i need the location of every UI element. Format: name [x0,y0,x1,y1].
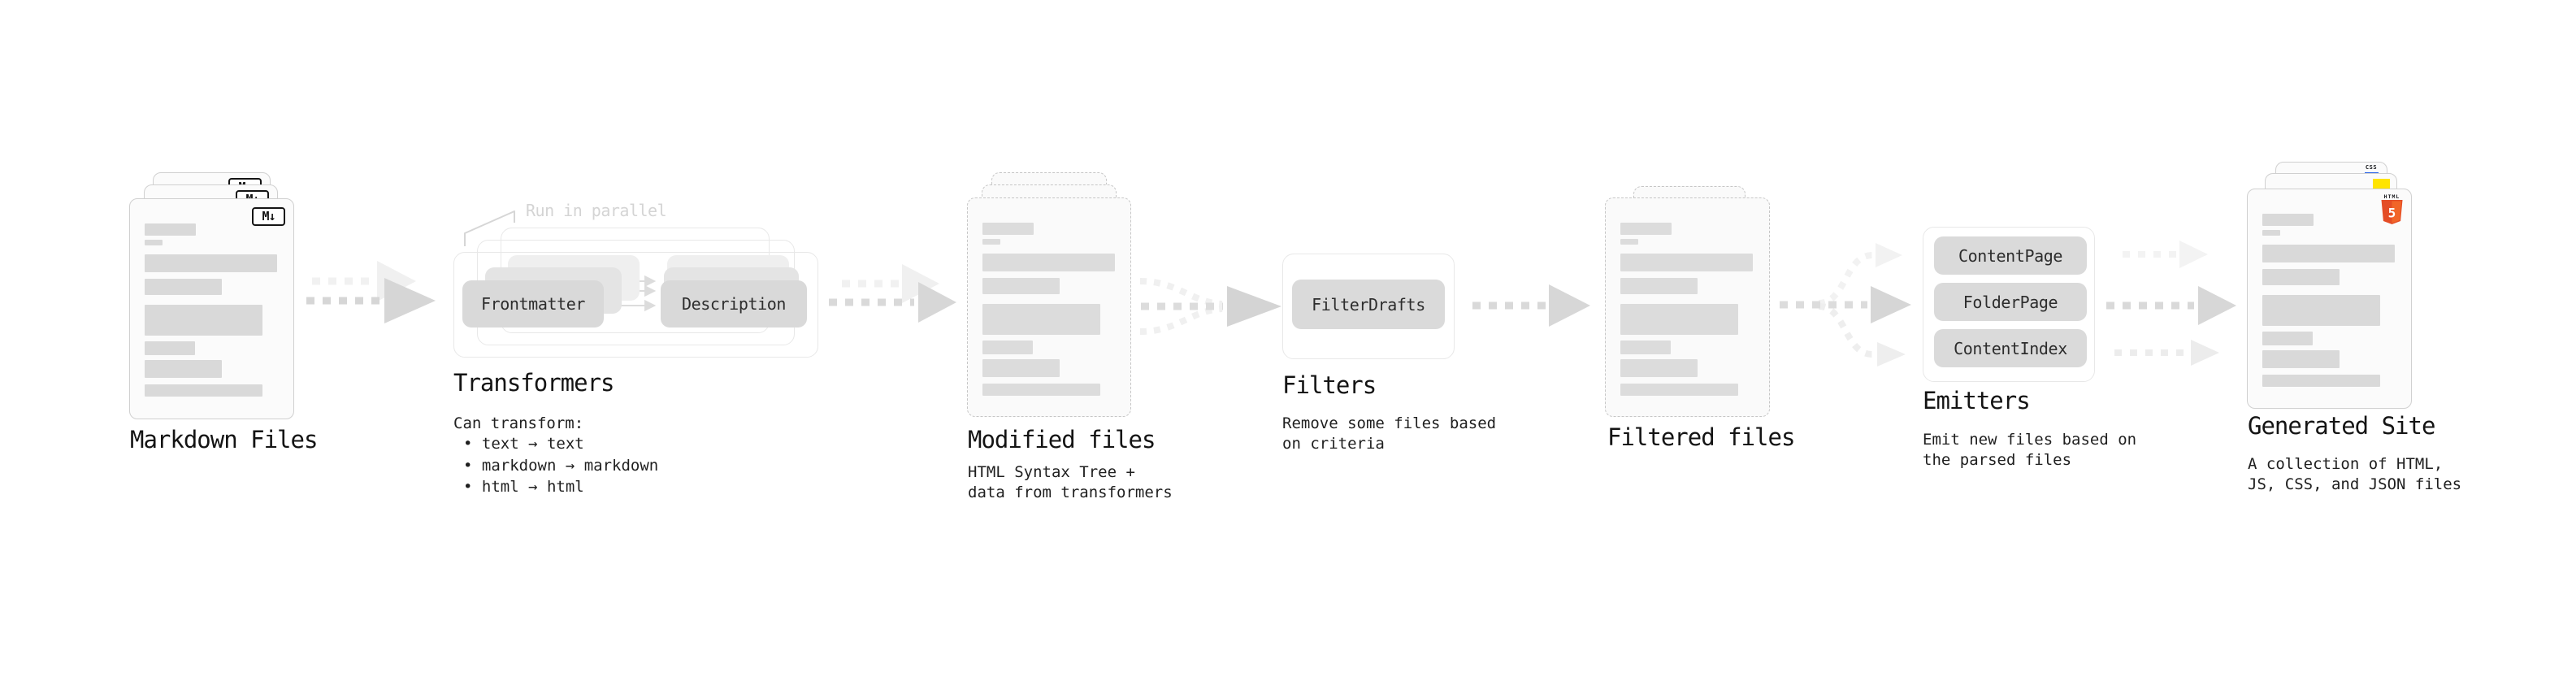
run-in-parallel-annotation: Run in parallel [526,201,667,220]
contentindex-box: ContentIndex [1934,329,2087,367]
text-line-bar [982,384,1100,396]
filters-shell [1282,254,1455,359]
text-line-bar [982,239,1000,245]
text-line-bar [145,360,222,378]
text-line-bar [1620,340,1671,354]
text-line-bar [2262,295,2380,326]
filtered-doc-page-front [1605,197,1770,417]
site-doc-page-front: HTML 5 [2247,189,2412,409]
text-line-bar [982,278,1060,294]
text-line-bar [145,223,196,236]
transformers-title: Transformers [453,369,615,397]
filters-title: Filters [1282,371,1377,399]
arrow-transformers-to-modified [829,264,956,323]
svg-text:5: 5 [2388,206,2396,221]
text-line-bar [145,279,222,295]
description-box: Description [661,280,807,327]
generated-site-title: Generated Site [2248,412,2435,440]
arrow-emitters-to-site [2106,241,2236,366]
transformers-capability-list: • text → text • markdown → markdown • ht… [463,433,658,498]
text-line-bar [1620,278,1698,294]
text-line-bar [2262,245,2395,262]
arrow-markdown-to-transformers [306,261,436,323]
text-line-bar [1620,239,1638,245]
text-line-bar [2262,332,2313,345]
text-line-bar [145,254,277,272]
capability-item: • text → text [463,435,584,453]
text-line-bar [982,254,1115,271]
text-line-bar [982,340,1033,354]
emitters-title: Emitters [1923,387,2031,414]
subtitle-line: Emit new files based on [1923,431,2137,449]
filtered-files-title: Filtered files [1607,423,1795,451]
html5-wordmark: HTML [2383,193,2400,200]
contentpage-box: ContentPage [1934,236,2087,275]
capability-item: • html → html [463,478,584,496]
text-line-bar [1620,254,1753,271]
transformer-shell-front [453,252,818,358]
document-text-lines [968,198,1130,396]
html5-icon: HTML 5 [2381,193,2403,228]
text-line-bar [1620,223,1672,235]
text-line-bar [145,341,195,355]
text-line-bar [2262,269,2340,285]
transformers-description: Can transform: [453,414,584,432]
markdown-icon: M↓ [252,207,285,226]
text-line-bar [2262,230,2280,236]
document-text-lines [130,199,293,397]
text-line-bar [982,304,1100,335]
text-line-bar [145,305,262,336]
text-line-bar [1620,304,1738,335]
css-wordmark: CSS [2365,164,2378,171]
text-line-bar [2262,214,2314,226]
emitters-subtitle: Emit new files based on the parsed files [1923,430,2136,471]
subtitle-line: Remove some files based [1282,414,1497,432]
subtitle-line: HTML Syntax Tree + [968,463,1135,481]
text-line-bar [145,240,163,245]
text-line-bar [1620,359,1698,377]
subtitle-line: JS, CSS, and JSON files [2248,475,2462,493]
subtitle-line: data from transformers [968,484,1173,501]
text-line-bar [145,384,262,397]
modified-doc-page-front [967,197,1131,417]
modified-files-title: Modified files [968,426,1156,453]
markdown-files-title: Markdown Files [130,426,318,453]
arrow-modified-to-filters [1139,278,1281,335]
arrow-filters-to-filtered [1472,284,1590,327]
text-line-bar [1620,384,1738,396]
text-line-bar [982,359,1060,377]
emitters-shell [1923,227,2095,382]
folderpage-box: FolderPage [1934,283,2087,321]
generated-site-subtitle: A collection of HTML, JS, CSS, and JSON … [2248,454,2461,495]
text-line-bar [2262,375,2380,387]
filters-subtitle: Remove some files based on criteria [1282,414,1496,454]
subtitle-line: A collection of HTML, [2248,455,2444,473]
subtitle-line: the parsed files [1923,451,2072,469]
arrow-filtered-to-emitters [1780,243,1911,367]
subtitle-line: on criteria [1282,435,1385,453]
document-text-lines [1606,198,1769,396]
modified-files-subtitle: HTML Syntax Tree + data from transformer… [968,462,1173,503]
text-line-bar [982,223,1034,235]
document-text-lines [2248,189,2411,387]
capability-item: • markdown → markdown [463,456,659,475]
frontmatter-box: Frontmatter [462,280,604,327]
markdown-doc-page-front: M↓ [129,198,294,419]
filterdrafts-box: FilterDrafts [1292,280,1445,329]
text-line-bar [2262,350,2340,368]
html5-shield: 5 [2381,200,2403,224]
